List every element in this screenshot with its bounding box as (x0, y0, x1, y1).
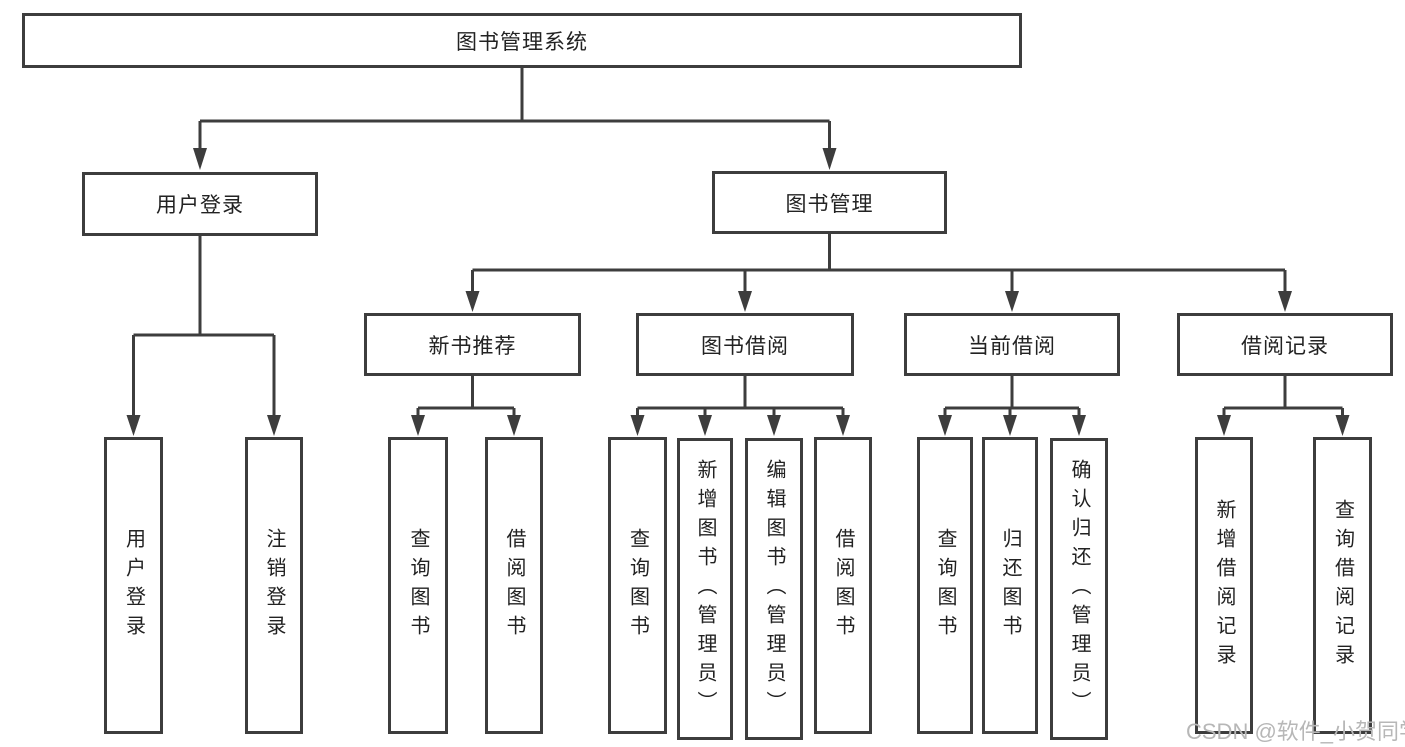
node-new-book-recommend: 新书推荐 (364, 313, 581, 376)
node-borrow-books-action-label: 借阅图书 (832, 527, 854, 644)
node-logout: 注销登录 (245, 437, 303, 734)
node-query-borrow-record: 查询借阅记录 (1313, 437, 1372, 734)
node-root: 图书管理系统 (22, 13, 1022, 68)
node-current-borrowing: 当前借阅 (904, 313, 1120, 376)
node-add-borrow-record: 新增借阅记录 (1195, 437, 1253, 734)
node-query-books-recommend: 查询图书 (388, 437, 448, 734)
node-confirm-return-admin-label: 确认归还（管理员） (1068, 458, 1090, 720)
node-query-borrow-record-label: 查询借阅记录 (1331, 498, 1354, 673)
node-logout-label: 注销登录 (263, 527, 285, 644)
node-book-borrowing-label: 图书借阅 (701, 334, 789, 358)
node-user-login-action: 用户登录 (104, 437, 163, 734)
node-query-books-borrow: 查询图书 (608, 437, 667, 734)
node-borrow-books-recommend: 借阅图书 (485, 437, 543, 734)
node-edit-books-admin-label: 编辑图书（管理员） (763, 458, 785, 720)
node-edit-books-admin: 编辑图书（管理员） (745, 438, 803, 740)
node-confirm-return-admin: 确认归还（管理员） (1050, 438, 1108, 740)
node-borrow-records-label: 借阅记录 (1241, 334, 1329, 358)
node-user-login-label: 用户登录 (156, 194, 244, 217)
node-query-books-borrow-label: 查询图书 (626, 527, 649, 644)
node-book-management-label: 图书管理 (785, 192, 874, 216)
node-book-management: 图书管理 (712, 171, 947, 234)
node-current-borrowing-label: 当前借阅 (968, 334, 1056, 358)
node-return-books: 归还图书 (982, 437, 1038, 734)
node-user-login: 用户登录 (82, 172, 318, 236)
node-add-books-admin: 新增图书（管理员） (677, 438, 733, 740)
node-query-books-current-label: 查询图书 (934, 527, 956, 644)
node-query-books-recommend-label: 查询图书 (407, 527, 429, 644)
node-add-books-admin-label: 新增图书（管理员） (694, 458, 716, 720)
node-user-login-action-label: 用户登录 (122, 527, 145, 644)
node-new-book-recommend-label: 新书推荐 (428, 334, 517, 358)
node-query-books-current: 查询图书 (917, 437, 973, 734)
node-borrow-books-action: 借阅图书 (814, 437, 872, 734)
node-borrow-books-recommend-label: 借阅图书 (503, 527, 525, 644)
node-borrow-records: 借阅记录 (1177, 313, 1393, 376)
node-book-borrowing: 图书借阅 (636, 313, 854, 376)
node-root-label: 图书管理系统 (456, 30, 588, 54)
csdn-watermark: CSDN @软件_小贺同学 (1186, 719, 1405, 744)
node-return-books-label: 归还图书 (999, 527, 1021, 644)
node-add-borrow-record-label: 新增借阅记录 (1213, 498, 1235, 673)
